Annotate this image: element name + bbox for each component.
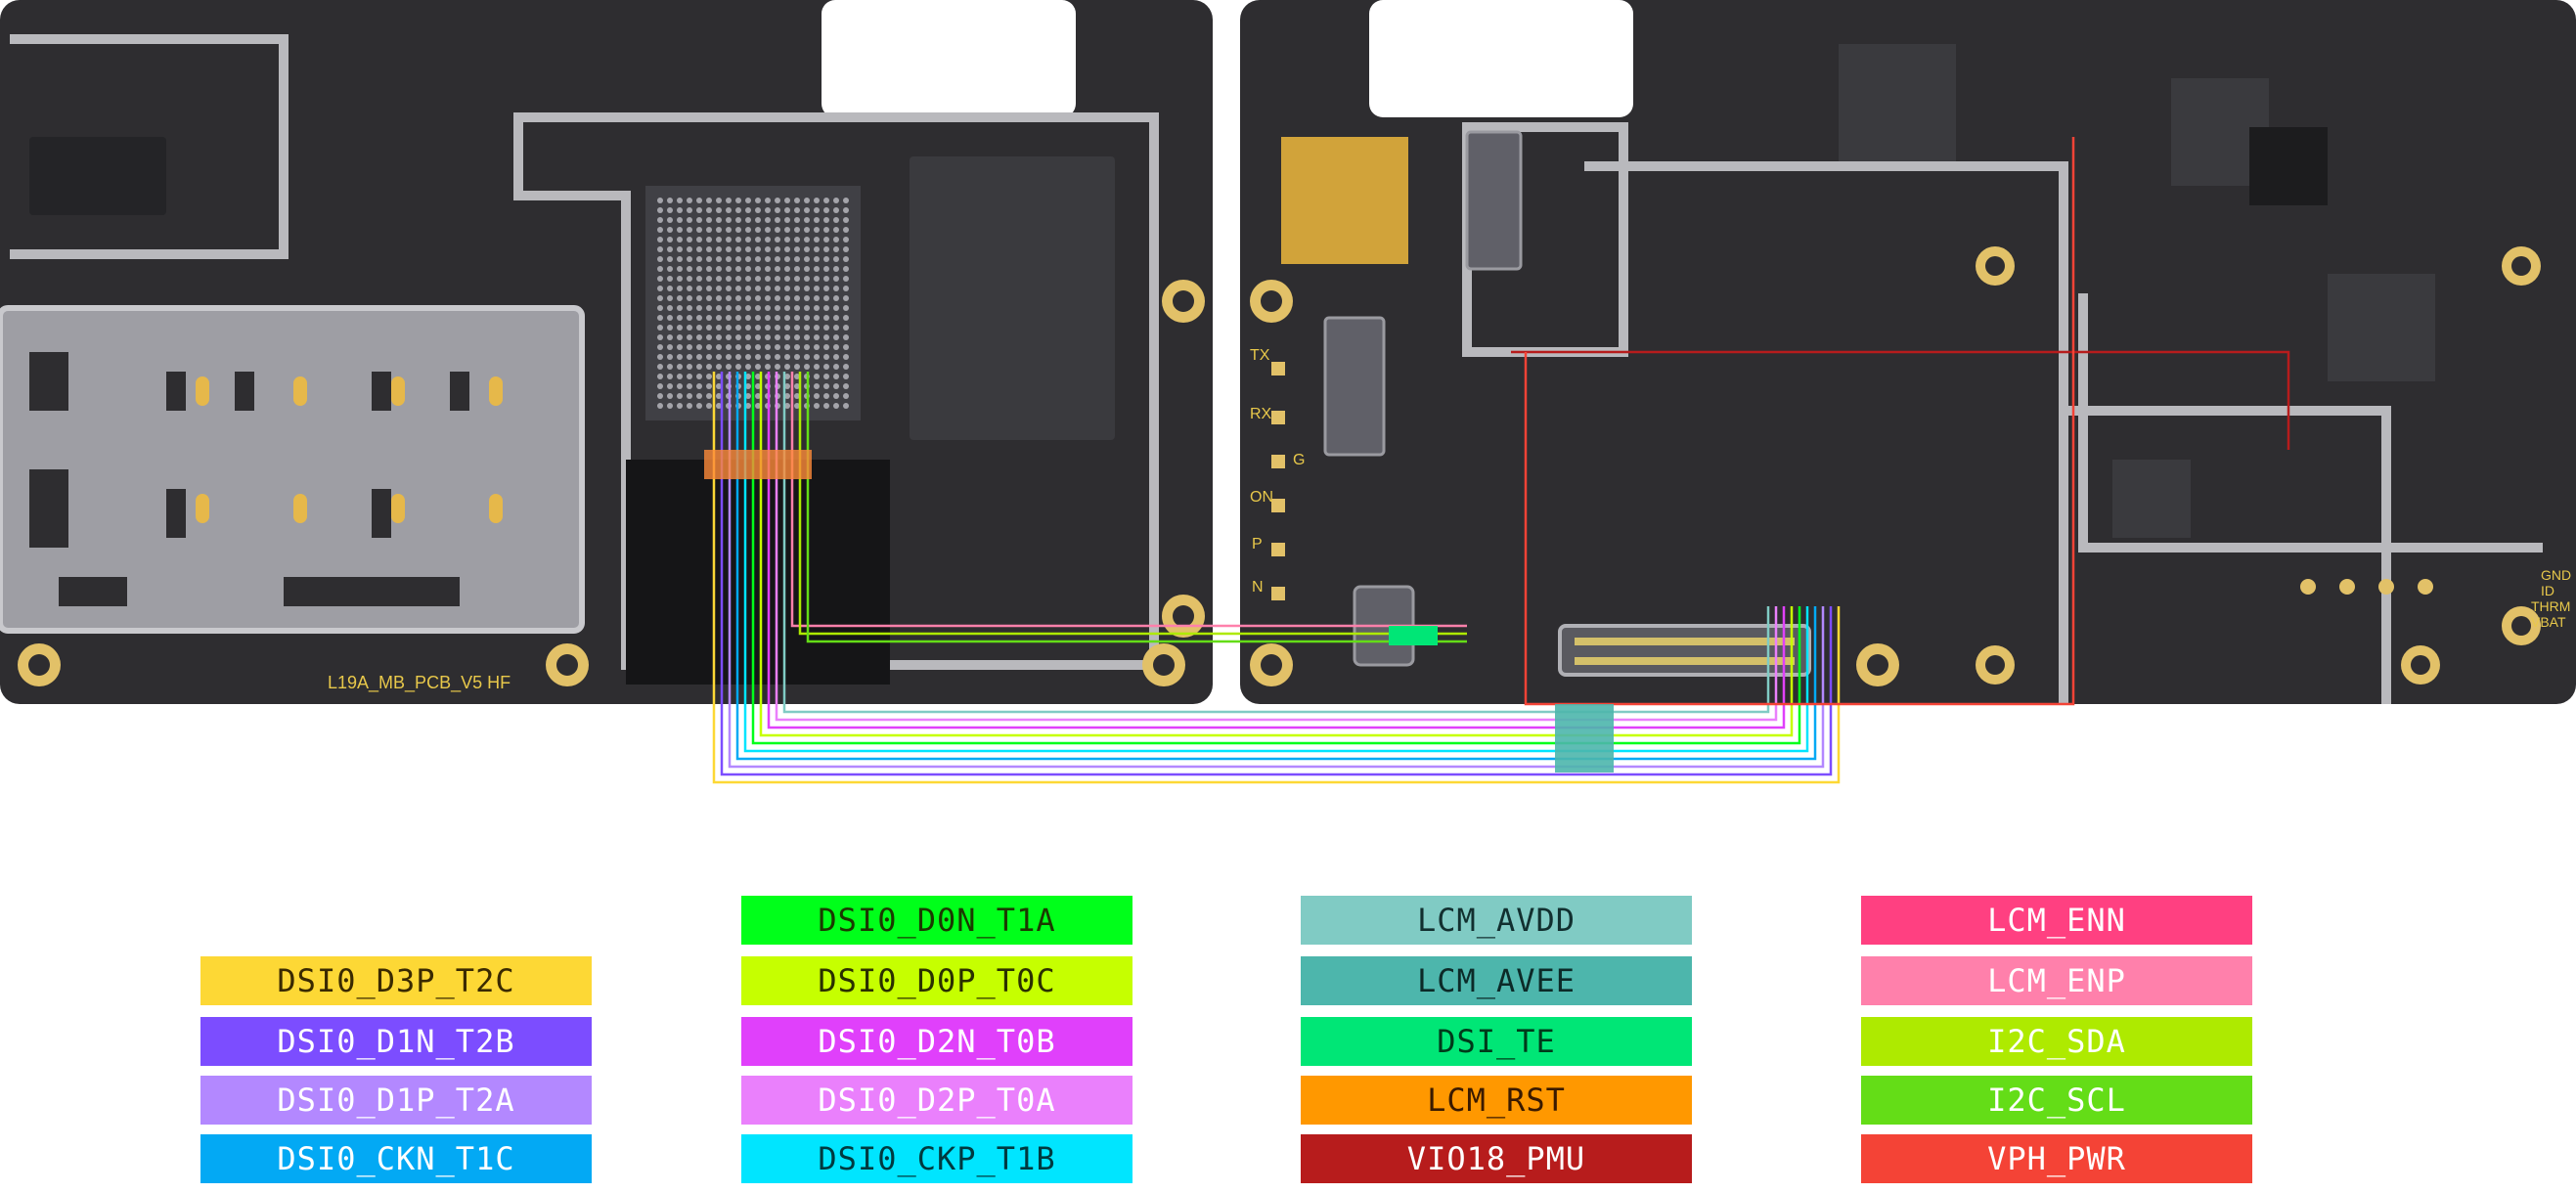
- pcb-board-svg: [0, 0, 2576, 784]
- legend-dsi0-ckp-t1b: DSI0_CKP_T1B: [741, 1134, 1133, 1183]
- pmic-chip-left: [29, 137, 166, 215]
- storage-chip: [626, 460, 890, 685]
- board-connector-left: [1323, 316, 1386, 457]
- legend-lcm-avee: LCM_AVEE: [1301, 956, 1692, 1005]
- gold-pad: [1281, 137, 1408, 264]
- chip-right-middle: [2328, 274, 2435, 381]
- pin-label-rx: RX: [1250, 406, 1272, 422]
- pin-label-tx: TX: [1250, 347, 1270, 364]
- legend-lcm-rst: LCM_RST: [1301, 1076, 1692, 1125]
- test-pads: [1271, 362, 2433, 600]
- legend-dsi0-d1p-t2a: DSI0_D1P_T2A: [200, 1076, 592, 1125]
- legend-dsi0-d0p-t0c: DSI0_D0P_T0C: [741, 956, 1133, 1005]
- legend-dsi0-d1n-t2b: DSI0_D1N_T2B: [200, 1017, 592, 1066]
- sim-tray-contacts: [196, 376, 503, 523]
- legend-lcm-enp: LCM_ENP: [1861, 956, 2252, 1005]
- sim-tray-slots: [29, 352, 469, 606]
- board-cutout-right: [1369, 0, 1633, 117]
- pin-label-g: G: [1293, 452, 1306, 468]
- board-cutout-left: [822, 0, 1076, 117]
- lcd-fpc-connector: [1558, 624, 1811, 677]
- signal-traces: [712, 137, 2290, 784]
- pcb-board-diagram: L19A_MB_PCB_V5 HF TX RX G ON P N GND ID …: [0, 0, 2576, 784]
- pin-label-on: ON: [1250, 489, 1273, 506]
- legend-lcm-avdd: LCM_AVDD: [1301, 896, 1692, 945]
- legend-dsi0-d0n-t1a: DSI0_D0N_T1A: [741, 896, 1133, 945]
- pcb-version-label: L19A_MB_PCB_V5 HF: [328, 673, 511, 692]
- legend-dsi-te: DSI_TE: [1301, 1017, 1692, 1066]
- legend-lcm-enn: LCM_ENN: [1861, 896, 2252, 945]
- sim-tray: [0, 305, 585, 634]
- trace-breakouts: [704, 450, 1614, 773]
- legend-i2c-scl: I2C_SCL: [1861, 1076, 2252, 1125]
- legend-dsi0-d3p-t2c: DSI0_D3P_T2C: [200, 956, 592, 1005]
- chip-ddefx: [2112, 460, 2191, 538]
- legend-dsi0-d2p-t0a: DSI0_D2P_T0A: [741, 1076, 1133, 1125]
- legend-dsi0-d2n-t0b: DSI0_D2N_T0B: [741, 1017, 1133, 1066]
- pin-label-p: P: [1252, 536, 1263, 552]
- memory-chip: [910, 156, 1115, 440]
- pin-label-id: ID: [2541, 583, 2554, 598]
- pin-label-n: N: [1252, 579, 1264, 596]
- board-connector-top: [1465, 130, 1523, 271]
- pin-label-thrm: THRM: [2531, 598, 2571, 614]
- legend-vio18-pmu: VIO18_PMU: [1301, 1134, 1692, 1183]
- pin-label-vbat: VBAT: [2531, 614, 2566, 630]
- rf-chip: [1839, 44, 1956, 161]
- pin-label-gnd: GND: [2541, 567, 2572, 583]
- legend-i2c-sda: I2C_SDA: [1861, 1017, 2252, 1066]
- legend-vph-pwr: VPH_PWR: [1861, 1134, 2252, 1183]
- shield-outlines: [10, 34, 2543, 704]
- chip-r720f: [2249, 127, 2328, 205]
- legend-dsi0-ckn-t1c: DSI0_CKN_T1C: [200, 1134, 592, 1183]
